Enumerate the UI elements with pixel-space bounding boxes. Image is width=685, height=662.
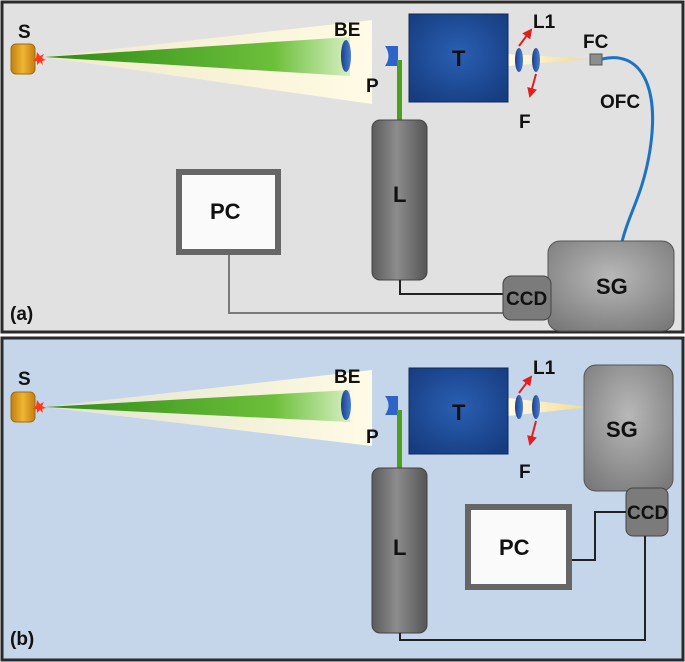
panel-a-label-laser: L [393, 182, 406, 207]
panel-a-target [408, 13, 509, 103]
panel-b-source [10, 391, 46, 423]
panel-a-label-prism: P [366, 76, 379, 97]
panel-b-laser-cable [399, 536, 646, 641]
panel-b-label-ccd: CCD [627, 503, 668, 524]
panel-a-label-beam-expander: BE [334, 20, 360, 41]
panel-a-source [10, 43, 46, 75]
panel-b-beam-expander [341, 390, 351, 420]
panel-a-label-optical-fiber: OFC [600, 92, 640, 113]
panel-a-optical-fiber [601, 56, 655, 243]
panel-b-label-source: S [18, 369, 31, 390]
panel-a-ccd [502, 275, 552, 321]
panel-a-filter [532, 48, 540, 72]
panel-b-label-lens: L1 [533, 358, 556, 379]
panel-b-collection-cone [508, 398, 590, 416]
panel-a-beam-expander [341, 40, 351, 72]
panel-b-f-arrow [527, 420, 537, 446]
panel-b-filter [532, 395, 540, 419]
panel-a-label-ccd: CCD [506, 289, 547, 310]
panel-b-label-computer: PC [499, 535, 530, 560]
panel-a-label-fiber-coupler: FC [583, 32, 609, 53]
panel-a-laser-beam [397, 60, 402, 120]
panel-b: S BE T P L1 F SG CCD L PC (b) [0, 336, 685, 662]
panel-a-tag: (a) [10, 304, 33, 325]
panel-a-label-source: S [18, 22, 31, 43]
panel-b-l1-arrow [518, 375, 533, 394]
panel-a-label-lens: L1 [533, 12, 556, 33]
panel-b-green-cone [44, 390, 350, 422]
panel-a-spark-icon [33, 52, 46, 65]
panel-b-label-prism: P [366, 427, 379, 448]
panel-a-label-spectrograph: SG [596, 274, 628, 299]
panel-b-computer [465, 504, 572, 590]
panel-a-laser-cable [399, 280, 505, 295]
panel-b-label-beam-expander: BE [334, 367, 360, 388]
panel-a-label-filter: F [519, 112, 531, 133]
panel-a-f-arrow [527, 73, 537, 98]
panel-b-pc-cable [572, 511, 626, 561]
panel-a: S BE T P L1 F FC OFC L PC CCD SG (a) [0, 0, 685, 334]
panel-b-laser-beam [397, 410, 402, 468]
panel-b-label-laser: L [393, 535, 406, 560]
panel-b-tag: (b) [10, 629, 34, 650]
panel-a-l1-arrow [518, 28, 533, 47]
panel-a-pc-cable [228, 255, 505, 314]
panel-b-label-spectrograph: SG [606, 417, 638, 442]
panel-a-lens-l1 [515, 48, 523, 72]
panel-a-fiber-coupler [589, 53, 603, 66]
panel-a-collection-cone [508, 54, 590, 66]
panel-b-spark-icon [33, 400, 46, 413]
panel-b-prism [385, 396, 398, 415]
panel-b-label-filter: F [519, 462, 531, 483]
panel-a-prism [385, 46, 398, 66]
panel-b-target [408, 367, 509, 455]
panel-b-lens-l1 [515, 395, 523, 419]
panel-a-label-target: T [452, 46, 466, 71]
panel-b-label-target: T [452, 400, 466, 425]
panel-a-green-cone [44, 37, 350, 76]
panel-a-computer [176, 169, 281, 255]
panel-a-label-computer: PC [210, 199, 241, 224]
